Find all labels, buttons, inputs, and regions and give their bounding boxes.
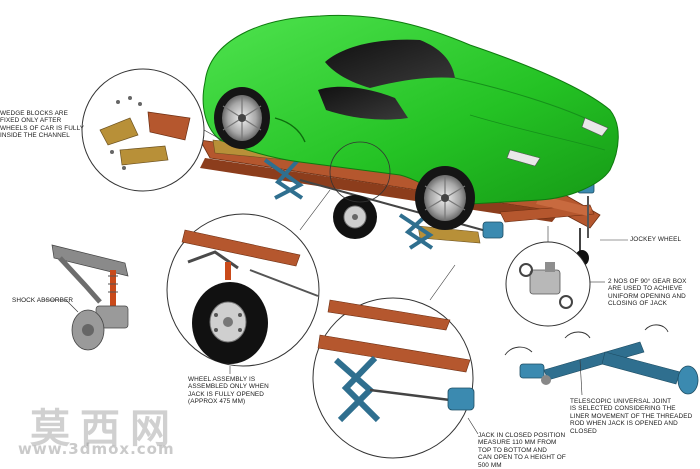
detail-jack-closed: [312, 264, 475, 459]
side-window: [318, 86, 408, 120]
car: [202, 14, 619, 205]
detail-wheel-assembly: [166, 141, 391, 367]
callout-gear-box: 2 NOS OF 90° GEAR BOX ARE USED TO ACHIEV…: [608, 278, 687, 308]
car-wheel-front: [415, 166, 475, 230]
callout-wedge-blocks: WEDGE BLOCKS ARE FIXED ONLY AFTER WHEELS…: [0, 110, 85, 140]
callout-jockey-wheel: JOCKEY WHEEL: [630, 236, 682, 243]
callout-shock-absorber: SHOCK ABSORBER: [12, 297, 74, 304]
callout-jack-closed: JACK IN CLOSED POSITION MEASURE 110 mm F…: [478, 432, 566, 469]
wedge-block-front: [417, 225, 481, 244]
watermark-url: www.3dmox.com: [18, 440, 175, 458]
callout-wheel-assembly: WHEEL ASSEMBLY IS ASSEMBLED ONLY WHEN JA…: [188, 376, 269, 406]
callout-universal-joint: TELESCOPIC UNIVERSAL JOINT IS SELECTED C…: [570, 398, 693, 435]
detail-wedge-blocks: [81, 68, 223, 192]
universal-joint-assembly: [504, 324, 699, 396]
trailer-wheel: [333, 195, 377, 239]
watermark-chinese: 莫西网: [30, 405, 180, 452]
detail-gear-box: [505, 226, 591, 327]
leader-lines: [44, 239, 628, 435]
shock-absorber-assembly: [51, 244, 129, 351]
windscreen: [325, 39, 455, 88]
scissor-jack-rear: [263, 156, 304, 200]
car-wheel-rear: [214, 87, 270, 149]
